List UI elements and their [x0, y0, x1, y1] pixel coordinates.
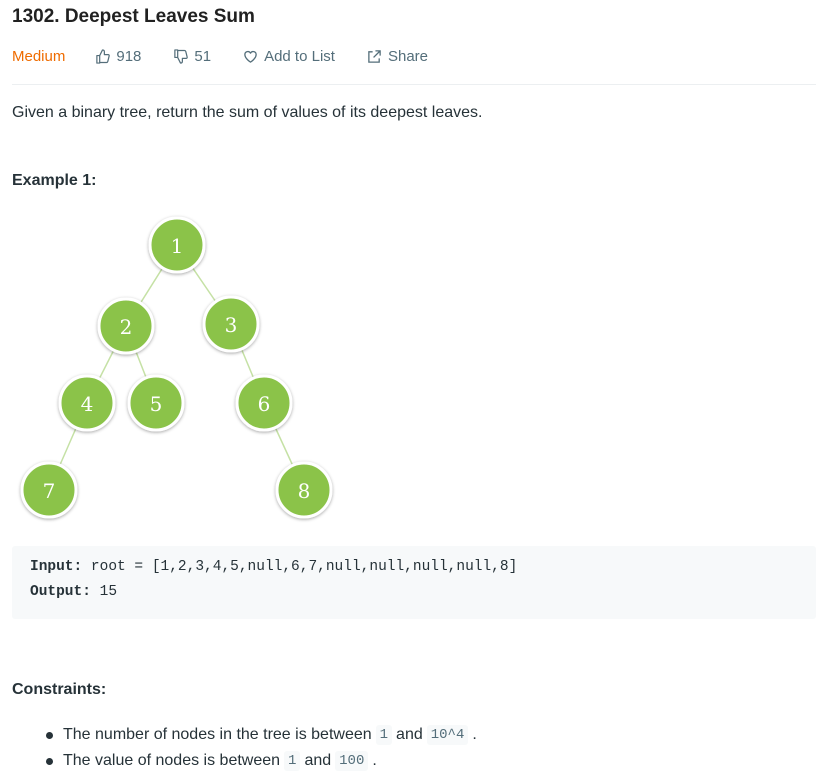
- add-to-list-label: Add to List: [264, 47, 335, 65]
- constraint-text: and: [304, 752, 332, 769]
- output-value: 15: [90, 584, 118, 600]
- share-label: Share: [387, 47, 428, 65]
- dislike-count: 51: [194, 47, 212, 65]
- tree-node: 5: [127, 374, 185, 432]
- svg-text:2: 2: [120, 315, 133, 339]
- constraint-text: .: [372, 752, 377, 769]
- difficulty-label: Medium: [12, 47, 66, 65]
- constraint-text: The number of nodes in the tree is betwe…: [63, 726, 372, 743]
- svg-text:1: 1: [171, 234, 184, 258]
- add-to-list-button[interactable]: Add to List: [243, 48, 335, 65]
- list-item: The value of nodes is between 1 and 100 …: [12, 748, 477, 774]
- problem-meta-bar: Medium 918 51 Add to List Share: [12, 46, 460, 66]
- svg-text:4: 4: [81, 392, 94, 416]
- input-value: root = [1,2,3,4,5,null,6,7,null,null,nul…: [82, 559, 518, 575]
- thumbs-up-icon: [96, 48, 111, 64]
- tree-node: 4: [58, 374, 116, 432]
- output-line: Output: 15: [30, 584, 117, 600]
- problem-description: Given a binary tree, return the sum of v…: [12, 104, 483, 121]
- constraint-text: .: [472, 726, 477, 743]
- thumbs-down-icon: [174, 48, 189, 64]
- output-label: Output:: [30, 584, 91, 600]
- bullet-icon: [46, 757, 53, 765]
- example-code-block: Input: root = [1,2,3,4,5,null,6,7,null,n…: [12, 546, 816, 619]
- constraints-list: The number of nodes in the tree is betwe…: [12, 722, 477, 774]
- constraints-title: Constraints:: [12, 681, 107, 698]
- constraint-text: and: [396, 726, 423, 743]
- tree-node: 7: [20, 461, 78, 519]
- heart-icon: [244, 50, 257, 63]
- share-icon: [368, 49, 381, 63]
- input-label: Input:: [30, 559, 83, 575]
- tree-node: 1: [148, 216, 206, 274]
- list-item: The number of nodes in the tree is betwe…: [12, 722, 477, 748]
- input-line: Input: root = [1,2,3,4,5,null,6,7,null,n…: [30, 559, 517, 575]
- tree-node: 3: [202, 295, 260, 353]
- share-button[interactable]: Share: [367, 48, 428, 65]
- inline-code: 1: [284, 751, 301, 771]
- example-title: Example 1:: [12, 172, 97, 189]
- inline-code: 10^4: [426, 725, 469, 745]
- tree-node: 6: [235, 374, 293, 432]
- svg-text:5: 5: [150, 392, 163, 416]
- constraint-text: The value of nodes is between: [63, 752, 281, 769]
- bullet-icon: [46, 731, 53, 739]
- inline-code: 100: [335, 751, 369, 771]
- like-button[interactable]: 918: [95, 48, 141, 65]
- problem-title: 1302. Deepest Leaves Sum: [12, 6, 255, 27]
- header-divider: [12, 84, 816, 85]
- svg-text:3: 3: [225, 313, 238, 337]
- like-count: 918: [116, 47, 142, 65]
- inline-code: 1: [375, 725, 393, 745]
- tree-node: 2: [97, 297, 155, 355]
- svg-text:6: 6: [258, 392, 271, 416]
- dislike-button[interactable]: 51: [173, 48, 211, 65]
- tree-node: 8: [275, 461, 333, 519]
- svg-text:7: 7: [43, 479, 56, 503]
- svg-text:8: 8: [298, 479, 311, 503]
- binary-tree-diagram: 1 2 3 4 5 6 7 8: [20, 216, 333, 519]
